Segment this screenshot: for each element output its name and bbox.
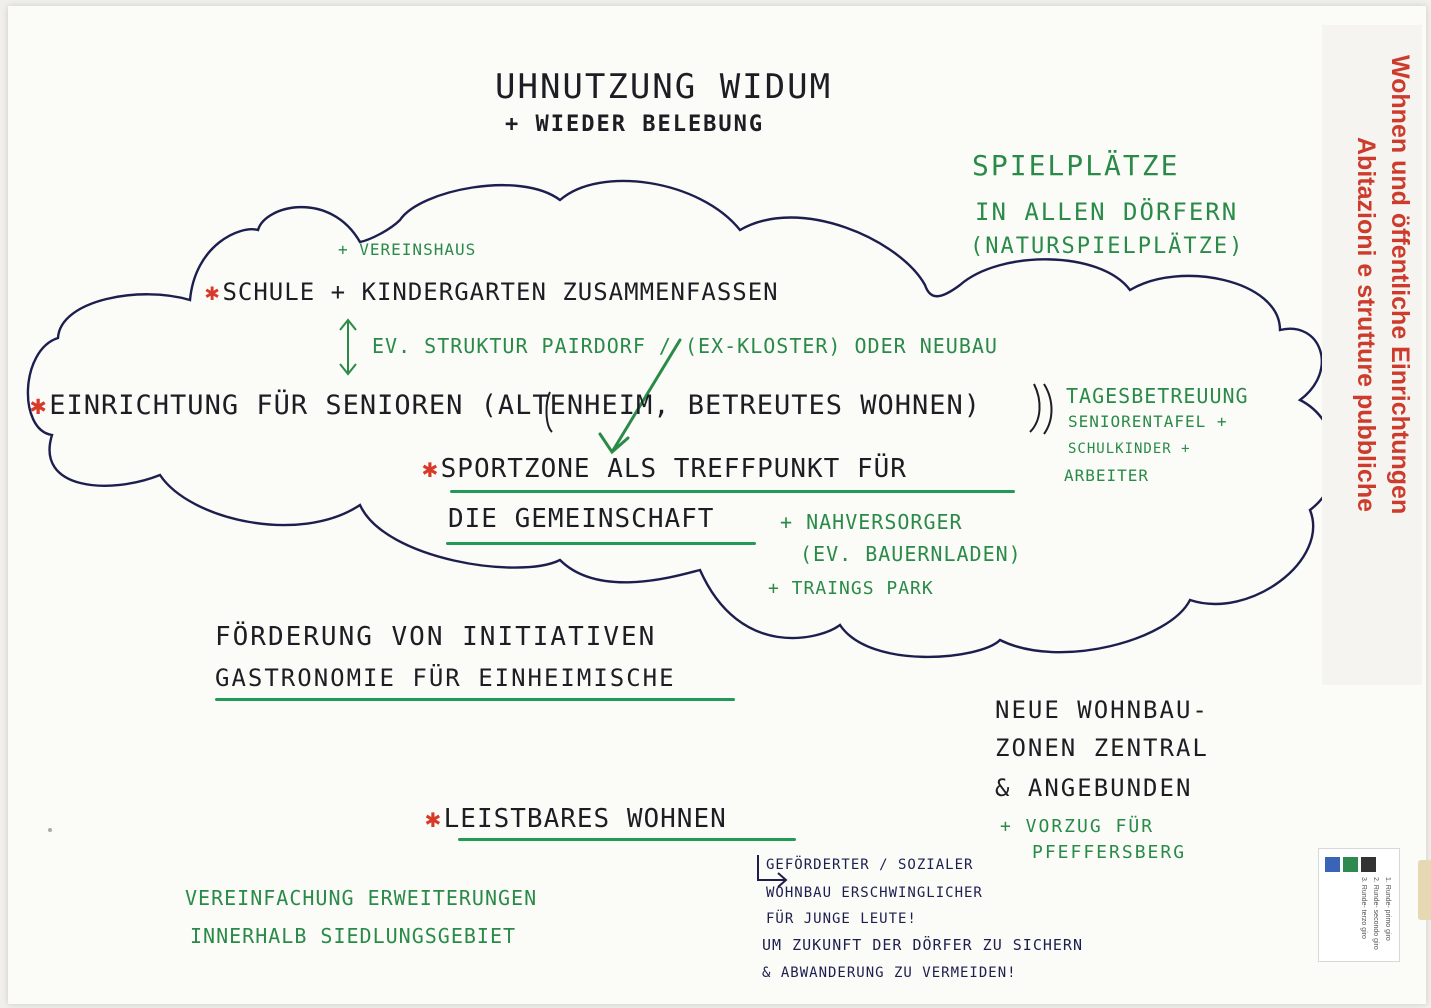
legend-swatch-1 (1325, 857, 1340, 872)
leistbares-line: ✱LEISTBARES WOHNEN (425, 806, 727, 832)
red-asterisk-icon: ✱ (205, 278, 221, 306)
flipchart-paper (8, 6, 1426, 1004)
schule-text: SCHULE + KINDERGARTEN ZUSAMMENFASSEN (222, 278, 779, 306)
legend-item-3: 3. Runde- terzo giro (1360, 877, 1367, 939)
trainingspark-line: + TRAINGS PARK (768, 578, 934, 599)
vereinshaus-note: + VEREINSHAUS (338, 240, 477, 259)
neue-wohnbau-line-1: NEUE WOHNBAU- (995, 696, 1209, 724)
vereinfachung-line-2: INNERHALB SIEDLUNGSGEBIET (190, 924, 517, 948)
leistbares-text: LEISTBARES WOHNEN (443, 804, 727, 834)
spielplaetze-line-1: SPIELPLÄTZE (972, 149, 1180, 182)
gefoerdert-line-1: GEFÖRDERTER / SOZIALER (766, 857, 974, 873)
red-asterisk-icon: ✱ (425, 804, 442, 834)
gemeinschaft-line: DIE GEMEINSCHAFT (448, 504, 715, 534)
legend-swatch-2 (1343, 857, 1358, 872)
title-line-1: UHNUTZUNG WIDUM (495, 67, 833, 107)
foerderung-line-1: FÖRDERUNG VON INITIATIVEN (215, 622, 657, 652)
round-legend: 1. Runde- primo giro 2. Runde- secondo g… (1318, 848, 1400, 962)
side-title-panel: Wohnen und öffentliche Einrichtungen Abi… (1322, 25, 1422, 685)
vereinfachung-line-1: VEREINFACHUNG ERWEITERUNGEN (185, 886, 538, 910)
bauernladen-line: (EV. BAUERNLADEN) (800, 542, 1022, 566)
sportzone-text: SPORTZONE ALS TREFFPUNKT FÜR (440, 454, 907, 484)
tagesbetreuung-line-4: ARBEITER (1064, 466, 1150, 485)
legend-item-1: 1. Runde- primo giro (1384, 877, 1391, 941)
struktur-note: EV. STRUKTUR PAIRDORF / (EX-KLOSTER) ODE… (372, 334, 998, 358)
sportzone-underline (450, 490, 1015, 493)
foerderung-line-2: GASTRONOMIE FÜR EINHEIMISCHE (215, 664, 676, 692)
einrichtung-line: ✱EINRICHTUNG FÜR SENIOREN (ALTENHEIM, BE… (30, 392, 981, 419)
spielplaetze-line-3: (NATURSPIELPLÄTZE) (970, 234, 1245, 259)
tagesbetreuung-line-2: SENIORENTAFEL + (1068, 412, 1228, 431)
spielplaetze-line-2: IN ALLEN DÖRFERN (975, 198, 1239, 226)
neue-wohnbau-line-3: & ANGEBUNDEN (995, 774, 1193, 802)
gefoerdert-line-2: WOHNBAU ERSCHWINGLICHER (766, 885, 983, 901)
red-asterisk-icon: ✱ (422, 454, 439, 484)
leistbares-underline (458, 838, 796, 841)
nahversorger-line: + NAHVERSORGER (780, 510, 963, 534)
schule-line: ✱SCHULE + KINDERGARTEN ZUSAMMENFASSEN (205, 280, 779, 304)
neue-wohnbau-line-2: ZONEN ZENTRAL (995, 734, 1209, 762)
legend-item-2: 2. Runde- secondo giro (1372, 877, 1379, 950)
gemeinschaft-underline (446, 542, 756, 545)
title-line-2: + WIEDER BELEBUNG (505, 112, 765, 137)
neue-wohnbau-line-4: + VORZUG FÜR (1000, 816, 1155, 837)
foerderung-underline (215, 698, 735, 701)
tagesbetreuung-line-1: TAGESBETREUUNG (1066, 384, 1249, 408)
sportzone-line: ✱SPORTZONE ALS TREFFPUNKT FÜR (422, 456, 907, 482)
side-title-it: Abitazioni e strutture pubbliche (1352, 137, 1380, 513)
gefoerdert-line-5: & ABWANDERUNG ZU VERMEIDEN! (762, 965, 1017, 981)
side-title-de: Wohnen und öffentliche Einrichtungen (1386, 55, 1414, 515)
einrichtung-text: EINRICHTUNG FÜR SENIOREN (ALTENHEIM, BET… (49, 390, 982, 421)
tagesbetreuung-line-3: SCHULKINDER + (1068, 441, 1191, 457)
paper-clip (1418, 860, 1431, 920)
gefoerdert-line-3: FÜR JUNGE LEUTE! (766, 911, 917, 927)
gefoerdert-line-4: UM ZUKUNFT DER DÖRFER ZU SICHERN (762, 936, 1083, 954)
legend-swatch-3 (1361, 857, 1376, 872)
neue-wohnbau-line-5: PFEFFERSBERG (1032, 842, 1187, 863)
red-asterisk-icon: ✱ (30, 390, 48, 421)
